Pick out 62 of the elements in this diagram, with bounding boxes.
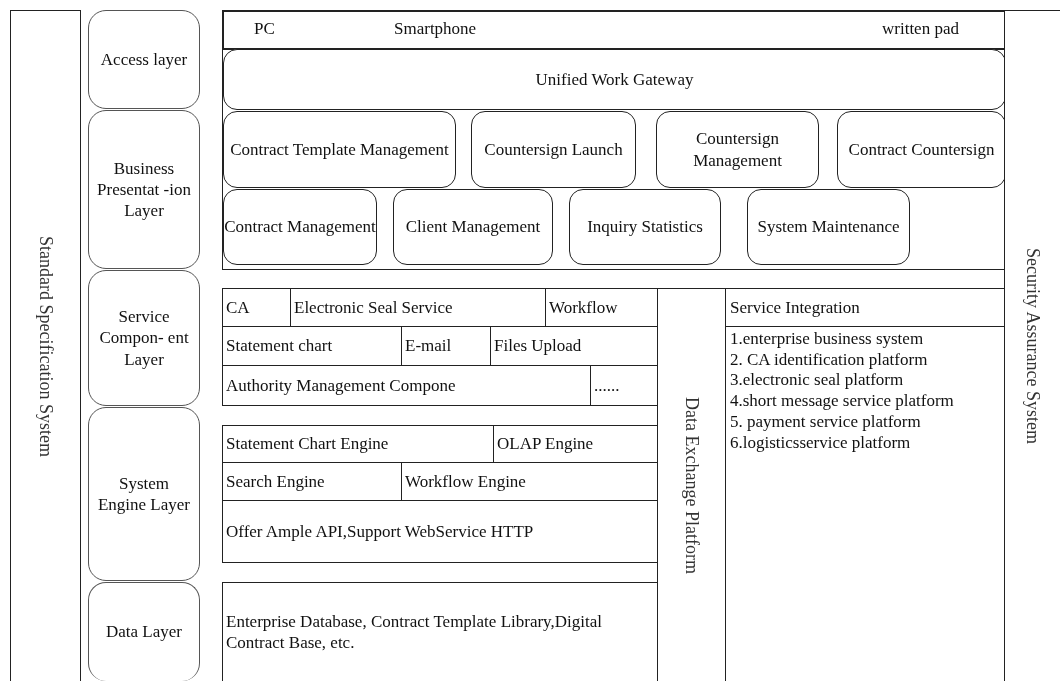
layer-box xyxy=(88,10,200,109)
module-box xyxy=(837,111,1006,188)
list-item: 3.electronic seal platform xyxy=(729,370,905,392)
box-label: Files Upload xyxy=(494,335,582,357)
box-label: Countersign Launch xyxy=(484,138,623,161)
vertical-label: Security Assurance System xyxy=(1021,248,1044,444)
box-label: ...... xyxy=(594,374,620,397)
list-item: 2. CA identification platform xyxy=(729,349,929,371)
box-label: Data Layer xyxy=(106,621,182,643)
table-cell xyxy=(222,425,494,463)
box-label: Statement chart xyxy=(226,335,333,357)
list-item: 5. payment service platform xyxy=(729,411,922,433)
list-item: 6.logisticsservice platform xyxy=(729,432,912,454)
table-cell xyxy=(222,365,591,406)
gateway-box xyxy=(223,49,1006,110)
box-label: Unified Work Gateway xyxy=(535,68,694,91)
box-label: Enterprise Database, Contract Template Library,Digital Contract Base, etc. xyxy=(226,610,603,654)
device-label: written pad xyxy=(882,18,959,40)
box-label: System Maintenance xyxy=(757,216,900,238)
box-label: CA xyxy=(226,296,250,319)
vertical-label: Data Exchange Platform xyxy=(680,396,703,574)
list-item: 1.enterprise business system xyxy=(729,329,925,350)
box-label: Search Engine xyxy=(226,470,325,493)
box-label: Offer Ample API,Support WebService HTTP xyxy=(226,520,534,543)
box-label: Workflow Engine xyxy=(405,470,526,493)
device-label: Smartphone xyxy=(394,18,477,40)
layer-box xyxy=(88,270,200,406)
box-label: Contract Template Management xyxy=(230,138,449,161)
box-label: Client Management xyxy=(405,216,541,238)
module-box xyxy=(223,111,456,188)
box-label: Inquiry Statistics xyxy=(587,216,703,238)
box-label: Authority Management Compone xyxy=(226,374,456,397)
box-label: Workflow xyxy=(549,296,618,319)
box-label: Access layer xyxy=(100,48,188,71)
list-item: 4.short message service platform xyxy=(729,391,955,412)
table-cell xyxy=(222,288,291,327)
box-label: Electronic Seal Service xyxy=(294,296,453,319)
box-label: Countersign Management xyxy=(692,128,783,171)
data-box xyxy=(222,582,658,681)
box-label: Contract Countersign xyxy=(848,138,995,161)
box-label: Statement Chart Engine xyxy=(226,433,389,455)
layer-box xyxy=(88,110,200,269)
box-label: Service Compon- ent Layer xyxy=(98,306,190,370)
layer-box xyxy=(88,407,200,581)
device-bar xyxy=(223,11,1006,50)
module-box xyxy=(747,189,910,265)
module-box xyxy=(223,189,377,265)
table-cell xyxy=(222,500,658,563)
box-label: Contract Management xyxy=(224,216,376,238)
module-box xyxy=(656,111,819,188)
spec-column xyxy=(10,10,81,681)
module-box xyxy=(393,189,553,265)
box-label: Business Presentat -ion Layer xyxy=(96,157,192,222)
vertical-label: Standard Specification System xyxy=(34,235,57,457)
module-box xyxy=(569,189,721,265)
layer-box xyxy=(88,582,200,681)
device-label: PC xyxy=(254,18,275,40)
box-label: E-mail xyxy=(405,335,452,357)
module-box xyxy=(471,111,636,188)
box-label: OLAP Engine xyxy=(497,433,594,455)
box-label: System Engine Layer xyxy=(96,472,191,516)
layer-frame xyxy=(222,10,1005,270)
